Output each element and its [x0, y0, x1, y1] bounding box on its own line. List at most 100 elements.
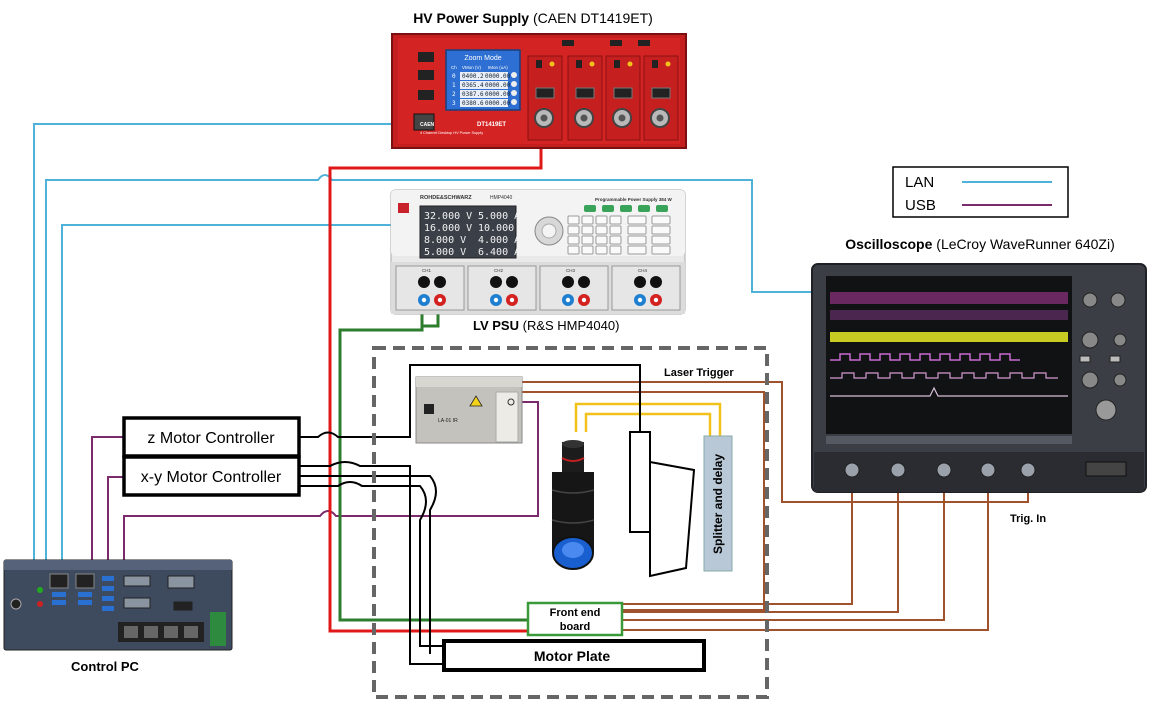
lv-channel-voltage: 8.000 V — [424, 235, 466, 246]
frontend-cable-4 — [622, 476, 989, 631]
front-end-box — [526, 601, 624, 637]
lv-channel-voltage: 5.000 V — [424, 247, 466, 258]
hv-row-bg — [460, 72, 508, 80]
detector-mount — [629, 431, 696, 578]
frontend-cable-2 — [622, 476, 899, 613]
laser-lens — [551, 440, 595, 570]
detector-wedge — [649, 460, 696, 578]
hv-row-bg — [460, 99, 508, 107]
hv-row-bg — [460, 90, 508, 98]
lv-banner: Programmable Power Supply 384 W — [595, 197, 673, 202]
lv-channel-button — [620, 205, 632, 212]
hv-supply-title: HV Power Supply (CAEN DT1419ET) — [413, 10, 653, 26]
hv-screen-col-ch: Ch — [451, 65, 457, 70]
lv-channel-current: 4.000 A — [478, 235, 520, 246]
hv-row-bg — [460, 81, 508, 89]
lv-key — [595, 225, 608, 235]
lv-key — [627, 235, 647, 245]
hv-row-imon: 0000.00 — [485, 73, 511, 80]
lv-brand: ROHDE&SCHWARZ — [420, 195, 472, 201]
pc-serial-ports — [123, 575, 195, 611]
laser-logo — [424, 404, 434, 414]
hv-lan-port — [413, 113, 435, 131]
motor-cables — [300, 364, 641, 665]
lv-sense-terminal — [562, 276, 574, 288]
hv-row-imon: 0000.00 — [485, 82, 511, 89]
laser-trigger-cable — [522, 381, 1029, 503]
lv-key — [595, 215, 608, 225]
lv-sense-terminal — [418, 276, 430, 288]
hv-screen-col-vmon: VMon (V) — [462, 65, 482, 70]
lv-key — [567, 245, 580, 255]
lv-channel-voltage: 32.000 V — [424, 211, 472, 222]
lv-channel-button — [584, 205, 596, 212]
lv-sense-terminal — [490, 276, 502, 288]
hv-brand: CAEN — [420, 122, 435, 128]
lv-channel-label: CH4 — [638, 268, 647, 273]
hv-row-vmon: 0380.6 — [462, 100, 484, 107]
lv-keypad — [567, 205, 671, 255]
oscilloscope: Oscilloscope (LeCroy WaveRunner 640Zi) — [811, 236, 1147, 525]
lv-power-supply: ROHDE&SCHWARZ HMP4040 Programmable Power… — [390, 189, 686, 333]
scope-screen-bezel — [826, 436, 1072, 444]
hv-row-ch: 2 — [452, 91, 456, 98]
lens-top — [562, 442, 584, 472]
scope-input-c4 — [980, 462, 996, 478]
hv-cable — [328, 140, 543, 633]
lv-key — [581, 245, 594, 255]
scope-input-c1 — [844, 462, 860, 478]
control-pc-label: Control PC — [71, 659, 139, 674]
hv-row-vmon: 0365.4 — [462, 82, 484, 89]
scope-input-c2 — [890, 462, 906, 478]
lv-key — [627, 215, 647, 225]
hv-row-ch: 3 — [452, 100, 456, 107]
hv-screen-buttons — [511, 72, 517, 105]
lv-sense-terminal — [650, 276, 662, 288]
hv-row-imon: 0000.00 — [485, 91, 511, 98]
scope-inputs — [844, 461, 1127, 478]
frontend-cable-3 — [622, 476, 945, 621]
lan-cables — [33, 123, 812, 568]
scope-input-ext — [1020, 462, 1036, 478]
signal-cables — [522, 381, 1029, 631]
hv-top-connectors — [562, 40, 650, 46]
lv-key — [567, 215, 580, 225]
hv-channel-modules — [527, 55, 679, 141]
trig-in-label: Trig. In — [1010, 513, 1046, 525]
laser-warning-icon — [469, 395, 483, 407]
laser-module-label: LA-01 IR — [438, 418, 458, 424]
lv-display — [419, 205, 517, 259]
usb-cable-z — [91, 436, 124, 568]
pc-usb-ports — [52, 576, 114, 611]
hv-row-ch: 1 — [452, 82, 456, 89]
splitter-box — [703, 435, 733, 572]
lv-key — [651, 235, 671, 245]
hv-row-imon: 0000.00 — [485, 100, 511, 107]
motor-plate: Motor Plate — [442, 639, 706, 672]
lv-channel-block — [395, 265, 465, 311]
xy-motor-controller-label: x-y Motor Controller — [141, 469, 282, 486]
lv-channel-label: CH2 — [494, 268, 503, 273]
fiber-cables — [574, 402, 722, 436]
dark-box-enclosure — [372, 346, 769, 699]
lan-cable-hv — [33, 123, 414, 568]
lv-key — [595, 235, 608, 245]
splitter-delay: Splitter and delay — [703, 435, 733, 572]
legend-lan-label: LAN — [905, 174, 934, 191]
lv-sense-terminal — [506, 276, 518, 288]
frontend-cable-1 — [622, 476, 853, 605]
motor-plate-label: Motor Plate — [534, 648, 610, 664]
lv-channel-block — [539, 265, 609, 311]
front-end-label-2: board — [560, 621, 591, 633]
pc-power-button — [10, 598, 22, 610]
laser-trigger-label: Laser Trigger — [664, 367, 734, 379]
hv-screen-title: Zoom Mode — [464, 55, 501, 62]
lv-key — [609, 215, 622, 225]
detector-frame — [629, 431, 651, 533]
front-end-board: Front end board — [526, 601, 624, 637]
lan-cable-scope — [45, 174, 812, 568]
legend-box — [892, 166, 1069, 218]
lv-key — [581, 235, 594, 245]
